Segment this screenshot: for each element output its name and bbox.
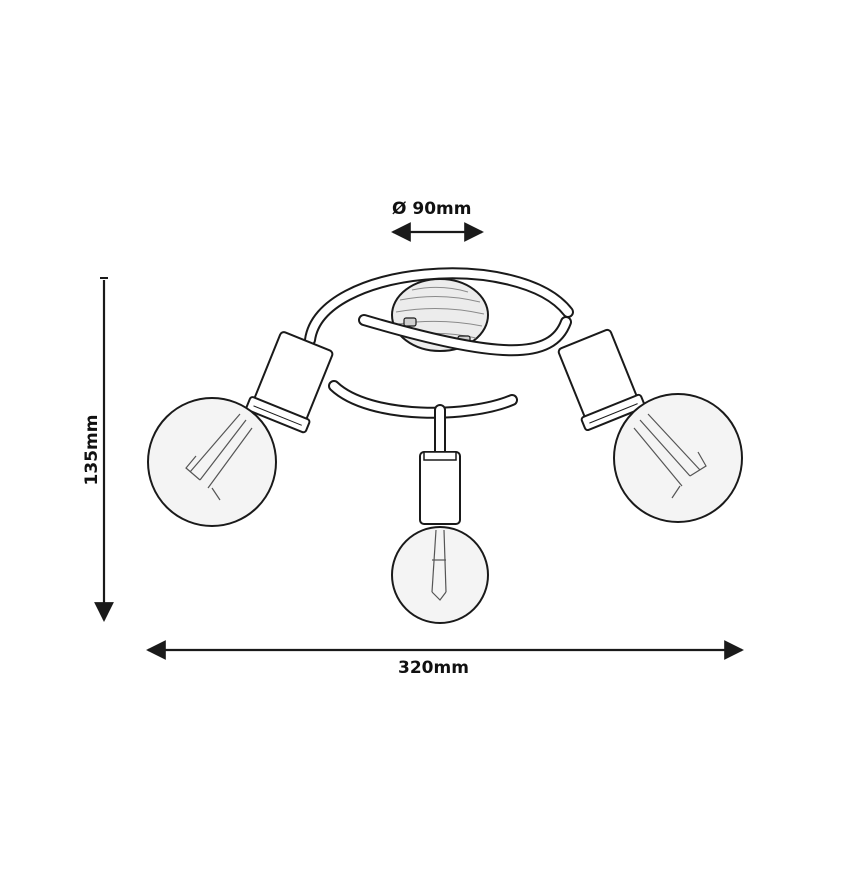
right-bulb [613, 393, 743, 523]
center-lamp [391, 451, 489, 624]
spiral-arm [304, 267, 574, 458]
width-label: 320mm [398, 658, 469, 678]
center-bulb [391, 526, 489, 624]
left-bulb [147, 397, 277, 527]
right-lamp [557, 328, 743, 523]
height-label: 135mm [82, 414, 102, 486]
left-lamp [147, 331, 334, 527]
dimension-arrows [94, 222, 744, 660]
diameter-label: Ø 90mm [392, 199, 472, 219]
